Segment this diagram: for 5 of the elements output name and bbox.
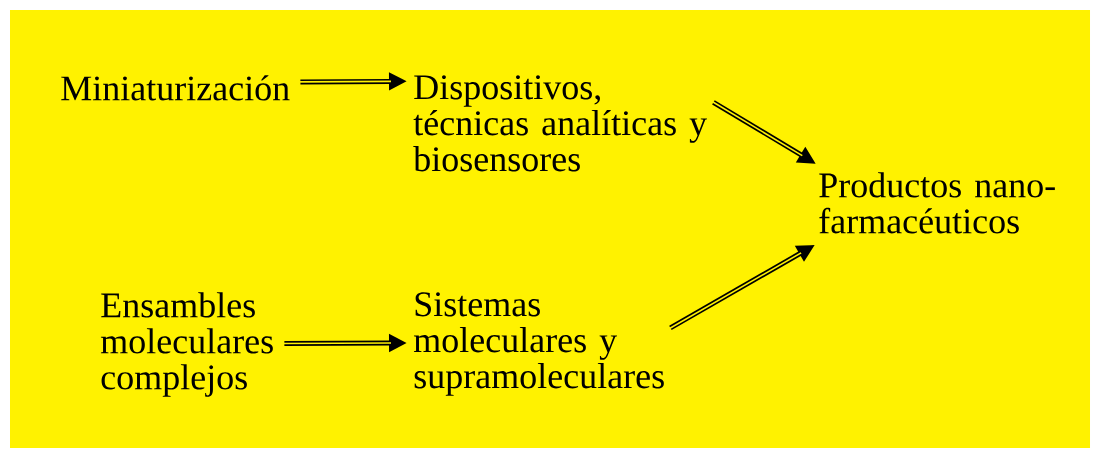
text-label: Ensambles moleculares complejos <box>100 292 273 397</box>
text-label: Sistemas moleculares y supramoleculares <box>413 292 664 396</box>
text-label: Dispositivos, técnicas analíticas y biosensores <box>413 75 707 172</box>
text-label: Miniaturización <box>61 75 290 101</box>
text-label: Productos nano-farmacéuticos <box>819 172 1055 234</box>
